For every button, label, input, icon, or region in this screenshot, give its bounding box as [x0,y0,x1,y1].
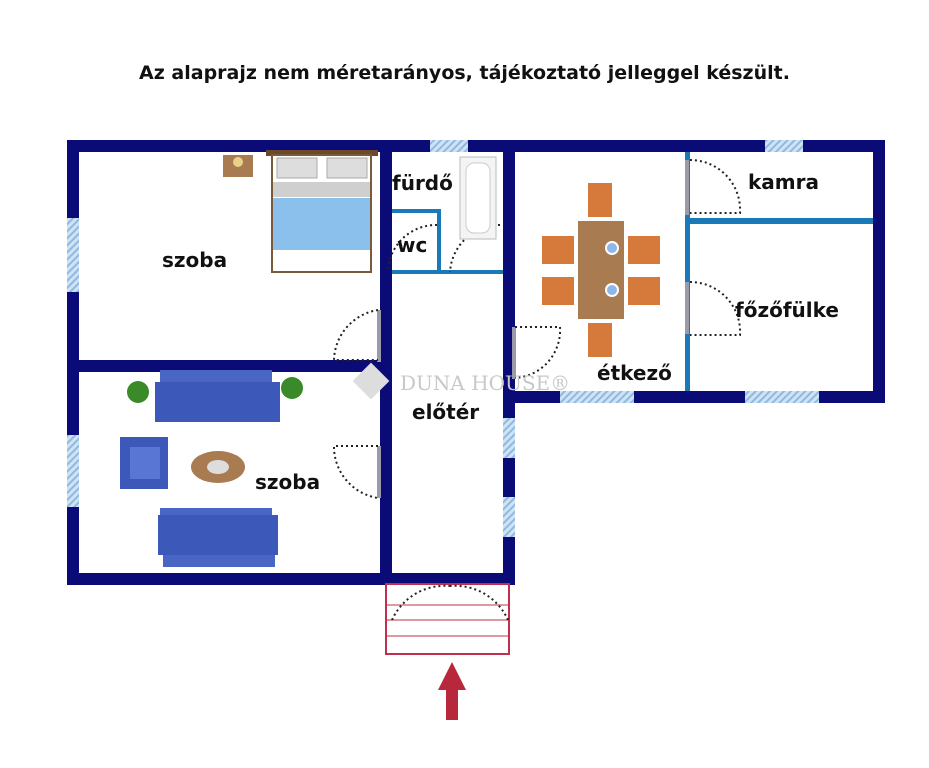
entrance-steps [385,583,510,655]
bathtub [459,156,497,240]
room-label-szoba: szoba [162,248,227,272]
watermark: DUNA HOUSE® [352,362,570,400]
entrance-arrow-icon [438,662,466,720]
bed [266,150,378,273]
disclaimer-title: Az alaprajz nem méretarányos, tájékoztat… [139,62,790,84]
room-label-kamra: kamra [748,170,819,194]
room-label-furdo: fürdő [392,171,453,195]
watermark-text: DUNA HOUSE® [400,371,570,395]
room-label-szoba-2: szoba [255,470,320,494]
room-label-etkezo: étkező [597,361,672,385]
room-label-fozofulke: főzőfülke [735,298,839,322]
room-label-wc: wc [397,233,427,257]
living-room-furniture [120,370,303,567]
room-label-eloter: előtér [412,400,479,424]
doors [332,158,742,499]
nightstand [223,155,253,177]
dining-table [542,183,660,357]
windows [67,140,819,537]
